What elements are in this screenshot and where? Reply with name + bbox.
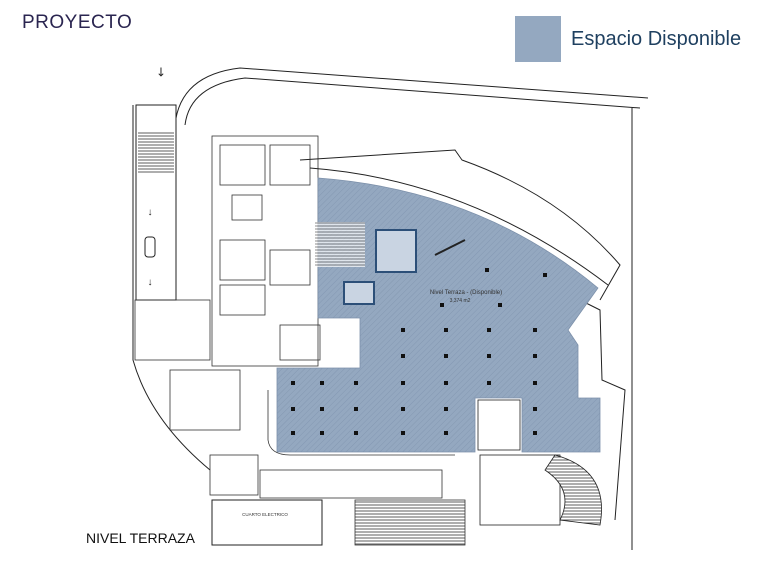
- column: [401, 328, 405, 332]
- beam: [434, 239, 466, 256]
- column: [354, 431, 358, 435]
- column: [533, 407, 537, 411]
- column: [487, 354, 491, 358]
- legend-label: Espacio Disponible: [571, 27, 742, 50]
- column: [533, 381, 537, 385]
- column: [354, 381, 358, 385]
- svg-text:↓: ↓: [148, 277, 153, 288]
- column: [320, 431, 324, 435]
- electrical-room: CUARTO ELECTRICO: [211, 499, 323, 546]
- column: [543, 273, 547, 277]
- column: [533, 354, 537, 358]
- legend-swatch: [515, 16, 561, 62]
- column: [444, 354, 448, 358]
- column: [444, 431, 448, 435]
- column: [533, 328, 537, 332]
- parking-row: [209, 390, 466, 546]
- column: [533, 431, 537, 435]
- column: [444, 407, 448, 411]
- page-title: PROYECTO: [22, 12, 133, 33]
- room-label: CUARTO ELECTRICO: [242, 512, 288, 517]
- available-area: [276, 177, 601, 453]
- column: [487, 381, 491, 385]
- facade: [299, 149, 626, 521]
- column: [485, 268, 489, 272]
- column: [401, 407, 405, 411]
- column: [401, 354, 405, 358]
- level-name: NIVEL TERRAZA: [86, 530, 195, 546]
- column: [291, 381, 295, 385]
- column: [291, 407, 295, 411]
- column: [444, 381, 448, 385]
- column: [440, 303, 444, 307]
- column: [401, 381, 405, 385]
- columns: [291, 268, 547, 435]
- lower-building: [477, 399, 602, 526]
- column: [444, 328, 448, 332]
- site-outline: [132, 67, 649, 550]
- svg-text:↓: ↓: [148, 207, 153, 218]
- svg-text:↙: ↙: [152, 63, 169, 80]
- area-label: Nivel Terraza - (Disponible): [430, 290, 502, 296]
- area-size: 3,374 m2: [450, 298, 471, 304]
- column: [401, 431, 405, 435]
- column: [487, 328, 491, 332]
- column: [320, 407, 324, 411]
- stair-core: [315, 222, 365, 267]
- column: [354, 407, 358, 411]
- legend: Espacio Disponible: [515, 16, 741, 62]
- column: [291, 431, 295, 435]
- column: [320, 381, 324, 385]
- column: [498, 303, 502, 307]
- access-ramp: ↓ ↓ ↙: [135, 63, 177, 301]
- elevator-core: [343, 229, 417, 305]
